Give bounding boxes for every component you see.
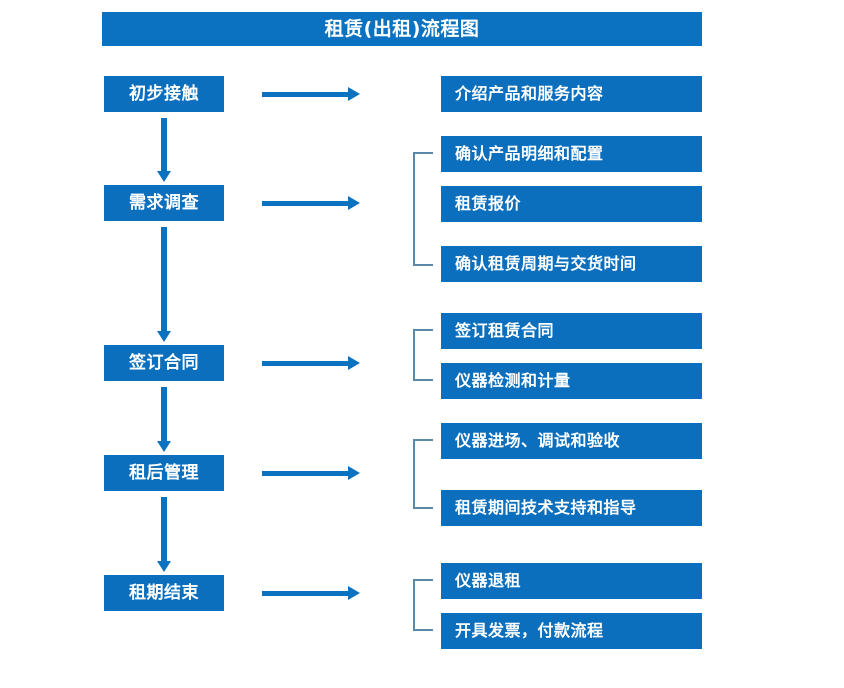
detail-label-5: 签订租赁合同	[455, 321, 555, 340]
detail-box-9[interactable]: 仪器退租	[441, 563, 702, 599]
page-title: 租赁(出租)流程图	[324, 17, 480, 40]
arrow-head	[157, 441, 171, 452]
arrow-shaft	[161, 387, 167, 441]
detail-box-5[interactable]: 签订租赁合同	[441, 313, 702, 349]
stage-label-5: 租期结束	[129, 582, 199, 603]
detail-box-6[interactable]: 仪器检测和计量	[441, 363, 702, 399]
detail-box-1[interactable]: 介绍产品和服务内容	[441, 76, 702, 112]
detail-label-9: 仪器退租	[455, 571, 522, 590]
detail-box-4[interactable]: 确认租赁周期与交货时间	[441, 246, 702, 282]
arrow-head	[157, 171, 171, 182]
arrow-shaft	[161, 118, 167, 171]
arrow-head	[348, 586, 360, 600]
detail-label-6: 仪器检测和计量	[455, 371, 571, 390]
detail-label-4: 确认租赁周期与交货时间	[455, 254, 637, 273]
stage-box-3[interactable]: 签订合同	[104, 345, 224, 381]
detail-label-2: 确认产品明细和配置	[455, 144, 604, 163]
arrow-shaft	[262, 591, 349, 596]
arrow-shaft	[262, 201, 349, 206]
arrow-shaft	[262, 471, 349, 476]
down-arrow-icon-2	[157, 227, 171, 342]
group-bracket-2	[413, 329, 433, 381]
detail-label-1: 介绍产品和服务内容	[455, 84, 604, 103]
down-arrow-icon-3	[157, 387, 171, 452]
detail-label-7: 仪器进场、调试和验收	[455, 431, 621, 450]
detail-label-3: 租赁报价	[455, 194, 522, 213]
stage-label-4: 租后管理	[129, 462, 199, 483]
arrow-head	[348, 87, 360, 101]
detail-box-7[interactable]: 仪器进场、调试和验收	[441, 423, 702, 459]
detail-box-3[interactable]: 租赁报价	[441, 186, 702, 222]
arrow-head	[348, 356, 360, 370]
detail-box-2[interactable]: 确认产品明细和配置	[441, 136, 702, 172]
right-arrow-icon-5	[262, 586, 360, 600]
right-arrow-icon-4	[262, 466, 360, 480]
down-arrow-icon-1	[157, 118, 171, 182]
stage-label-1: 初步接触	[129, 83, 199, 104]
stage-box-1[interactable]: 初步接触	[104, 76, 224, 112]
stage-box-2[interactable]: 需求调查	[104, 185, 224, 221]
arrow-shaft	[161, 497, 167, 561]
right-arrow-icon-3	[262, 356, 360, 370]
stage-label-2: 需求调查	[129, 192, 199, 213]
stage-box-4[interactable]: 租后管理	[104, 455, 224, 491]
arrow-head	[348, 196, 360, 210]
arrow-shaft	[262, 361, 349, 366]
right-arrow-icon-2	[262, 196, 360, 210]
stage-label-3: 签订合同	[129, 352, 199, 373]
group-bracket-4	[413, 579, 433, 631]
arrow-head	[348, 466, 360, 480]
detail-box-8[interactable]: 租赁期间技术支持和指导	[441, 490, 702, 526]
detail-label-8: 租赁期间技术支持和指导	[455, 498, 637, 517]
arrow-shaft	[161, 227, 167, 331]
group-bracket-3	[413, 439, 433, 509]
detail-label-10: 开具发票，付款流程	[455, 621, 604, 640]
group-bracket-1	[413, 152, 433, 266]
detail-box-10[interactable]: 开具发票，付款流程	[441, 613, 702, 649]
right-arrow-icon-1	[262, 87, 360, 101]
down-arrow-icon-4	[157, 497, 171, 572]
stage-box-5[interactable]: 租期结束	[104, 575, 224, 611]
arrow-shaft	[262, 92, 349, 97]
flowchart-title-bar: 租赁(出租)流程图	[102, 12, 702, 46]
arrow-head	[157, 561, 171, 572]
arrow-head	[157, 331, 171, 342]
